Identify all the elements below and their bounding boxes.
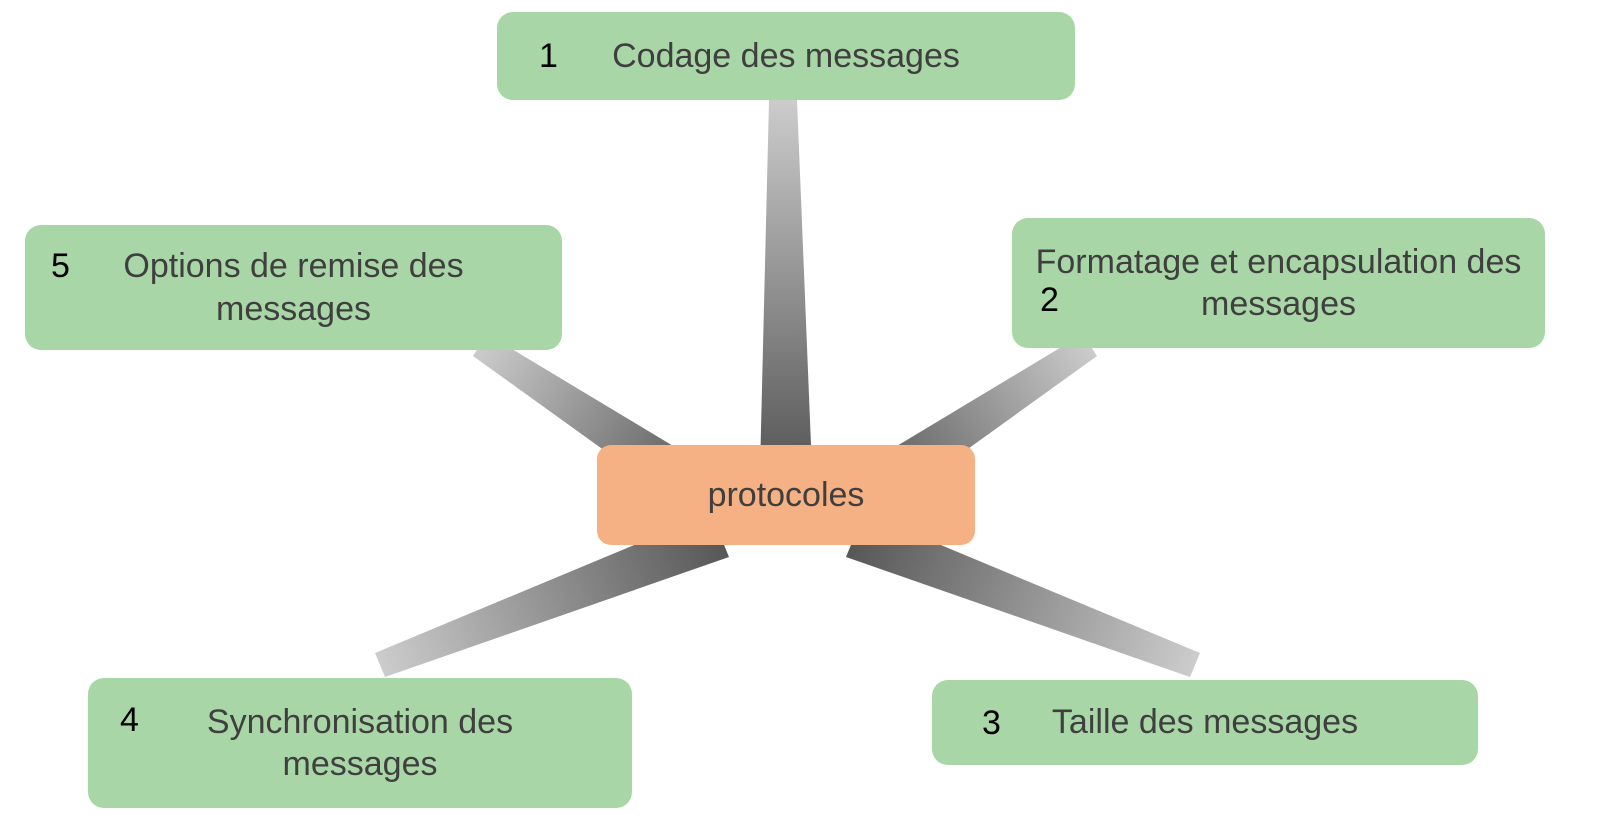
node-number: 4	[120, 700, 139, 739]
node-number: 1	[539, 37, 558, 75]
node-label: Options de remise des messages	[123, 247, 464, 328]
node-formatage-encapsulation: 2 Formatage et encapsulation des message…	[1012, 218, 1545, 348]
node-label: Formatage et encapsulation des messages	[1035, 242, 1522, 324]
connector-synchronisation	[375, 513, 729, 677]
connector-taille	[846, 513, 1200, 677]
node-label: Codage des messages	[612, 36, 960, 75]
node-taille-des-messages: 3 Taille des messages	[932, 680, 1478, 765]
node-synchronisation-des-messages: 4 Synchronisation des messages	[88, 678, 632, 808]
node-options-de-remise: 5 Options de remise des messages	[25, 225, 562, 350]
node-number: 2	[1040, 280, 1059, 319]
center-node-label: protocoles	[707, 475, 865, 514]
node-label: Synchronisation des messages	[206, 702, 514, 784]
node-codage-des-messages: 1 Codage des messages	[497, 12, 1075, 100]
node-number: 5	[51, 247, 70, 286]
node-number: 3	[982, 703, 1001, 742]
center-node-protocoles: protocoles	[597, 445, 975, 545]
connector-codage	[760, 100, 812, 470]
node-label: Taille des messages	[1051, 703, 1359, 742]
